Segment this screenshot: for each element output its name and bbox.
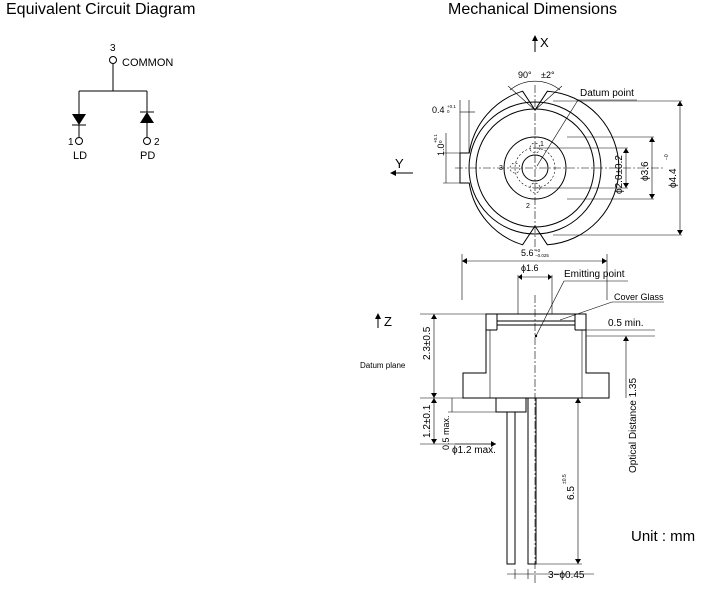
angle-main: 90° [518,70,532,80]
svg-text:Y: Y [395,156,404,171]
base-thickness-dim: 1.2±0.1 [422,404,433,438]
base-stub [495,397,527,413]
side-view: ϕ1.6 Emitting point Cover Glass 0.5 min. [360,263,664,585]
min-clearance-dim: 0.5 min. [608,318,644,329]
optical-distance-dim: Optical Distance 1.35 [628,378,639,473]
pin2-number: 2 [154,137,160,148]
pin1-label: LD [73,150,87,162]
mechanical-dimensions-title: Mechanical Dimensions [448,1,617,18]
svg-text:X: X [540,35,549,50]
angle-tolerance: ±2° [541,70,555,80]
svg-text:−0.025: −0.025 [535,253,549,258]
pin2-terminal [143,137,151,145]
pin3-label: COMMON [122,57,173,69]
svg-text:+0.1: +0.1 [447,104,456,109]
stub-dia-dim: ϕ1.2 max. [452,445,496,456]
svg-text:Z: Z [384,314,392,329]
pin3-number: 3 [110,43,116,54]
notch-width-dim: 0.4 [432,105,445,115]
photodiode-symbol [140,112,154,123]
svg-text:+0.1: +0.1 [433,134,438,143]
axis-x-indicator: X [532,35,549,52]
axis-y-indicator: Y [390,156,413,176]
pin2-label: PD [140,150,155,162]
pin-circle-dia-dim: ϕ2.0±0.2 [614,155,625,194]
lead-left [506,411,516,565]
width-dim: 5.6 [521,248,534,258]
top-view: 1 2 3 90° ±2° Datum point 0.4 +0.1 0 1.0… [432,70,683,300]
cap-dia-dim: ϕ3.6 [640,161,651,181]
equivalent-circuit: 3 COMMON 1 2 LD PD [68,43,173,162]
svg-text:−0: −0 [664,154,670,160]
axis-z-indicator: Z [375,313,392,329]
cap-height-dim: 2.3±0.5 [422,326,433,360]
window-dia-dim: ϕ1.6 [521,263,539,273]
pin3-terminal [109,56,117,64]
svg-text:+0: +0 [535,248,541,253]
svg-text:0: 0 [438,140,443,143]
svg-text:2: 2 [526,203,530,210]
lead-right [527,397,537,565]
laser-diode-symbol [72,114,86,125]
cover-glass-label: Cover Glass [614,292,664,302]
datum-point-label: Datum point [580,88,634,99]
unit-label: Unit : mm [631,528,696,545]
cap-body [462,313,610,399]
svg-text:±0.5: ±0.5 [562,474,568,484]
flange-outline [459,90,620,246]
lead-length-dim: 6.5 [566,486,577,500]
pin1-terminal [75,137,83,145]
emitting-point-label: Emitting point [564,269,625,280]
notch-depth-dim: 1.0 [436,143,446,156]
circuit-diagram-title: Equivalent Circuit Diagram [6,1,196,18]
lead-dia-dim: 3−ϕ0.45 [548,570,585,581]
datum-plane-label: Datum plane [360,361,406,370]
pin3-marker [509,162,521,174]
flange-dia-dim: ϕ4.4 [668,168,679,188]
pin1-number: 1 [68,137,74,148]
stub-height-dim: 0.5 max. [441,415,451,450]
svg-text:0: 0 [447,109,450,114]
svg-text:3: 3 [499,165,503,172]
svg-text:1: 1 [540,141,544,148]
